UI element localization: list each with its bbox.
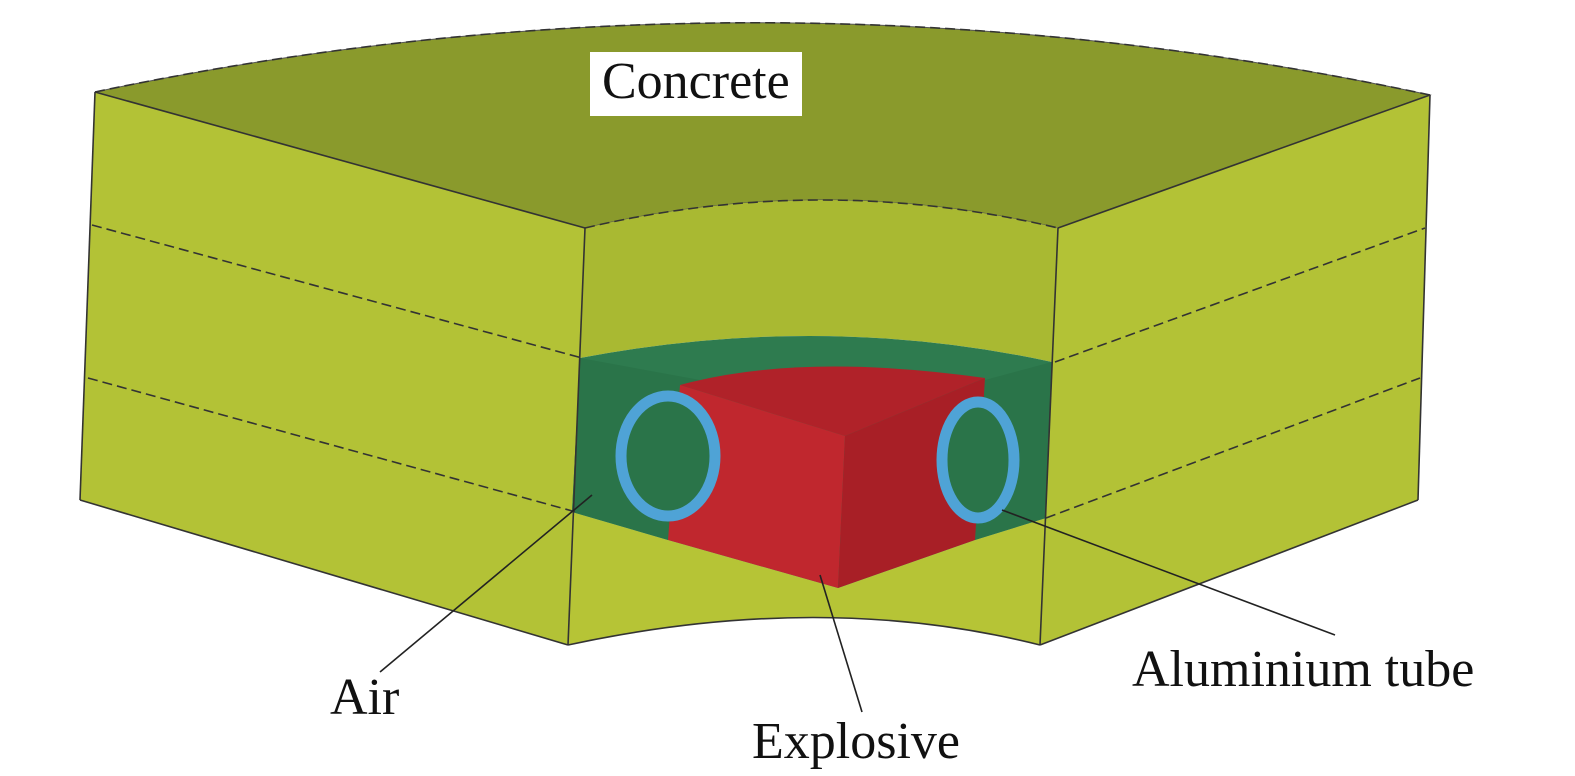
concrete-left-face [80,92,585,645]
leader-lines [379,494,1336,713]
leader-explosive [819,574,863,713]
concrete-inner-front-lower [568,512,1046,645]
edges [79,91,1431,646]
leader-air [379,494,593,673]
leader-aluminium-tube [1001,509,1336,636]
label-aluminium-tube: Aluminium tube [1132,641,1475,698]
explosive-top [680,366,985,436]
layer-lines [87,21,1431,519]
aluminium-tube-left [615,390,721,522]
label-concrete: Concrete [590,52,802,116]
concrete-right-face [1040,95,1430,645]
label-explosive: Explosive [752,713,960,770]
concrete-inner-front-upper [580,200,1058,362]
aluminium-tube-right [936,396,1020,524]
label-air: Air [330,669,400,726]
